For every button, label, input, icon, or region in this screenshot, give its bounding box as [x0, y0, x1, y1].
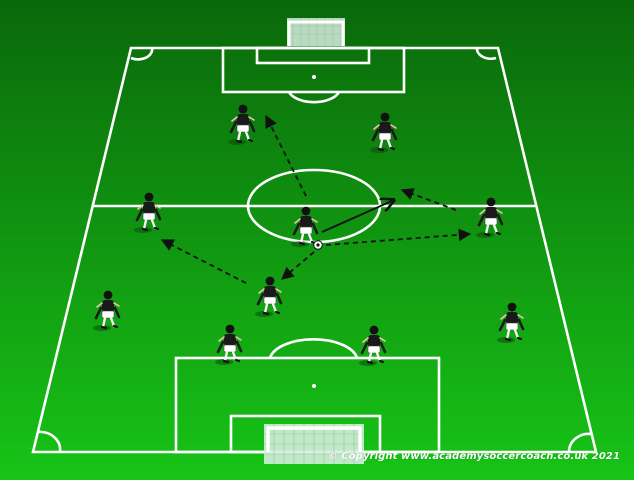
ball-icon [313, 240, 323, 250]
pitch-markings [31, 46, 598, 454]
pass-arrow-to-midfielder [281, 251, 315, 280]
bottom-penalty-spot [312, 384, 316, 388]
corner-arc-bottom-right [567, 432, 593, 453]
corner-arc-top-left [130, 47, 154, 61]
bottom-goal [264, 424, 364, 464]
pass-arrows [160, 114, 472, 284]
copyright-notice: © Copyright www.academysoccercoach.co.uk… [327, 451, 620, 462]
pass-arrow-to-left-wing [160, 239, 247, 284]
top-goal [287, 18, 345, 46]
top-penalty-arc [287, 91, 341, 104]
pass-arrow-to-left-forward [265, 114, 307, 197]
corner-arc-top-right [475, 47, 497, 60]
top-penalty-spot [312, 75, 316, 79]
bottom-penalty-arc [268, 338, 359, 359]
pass-arrow-to-right-wing [325, 228, 472, 246]
dribble-arrow-forward [321, 200, 394, 233]
top-goal-area [255, 46, 371, 65]
run-arrow-right-winger [400, 188, 457, 211]
corner-arc-bottom-left [37, 430, 62, 453]
